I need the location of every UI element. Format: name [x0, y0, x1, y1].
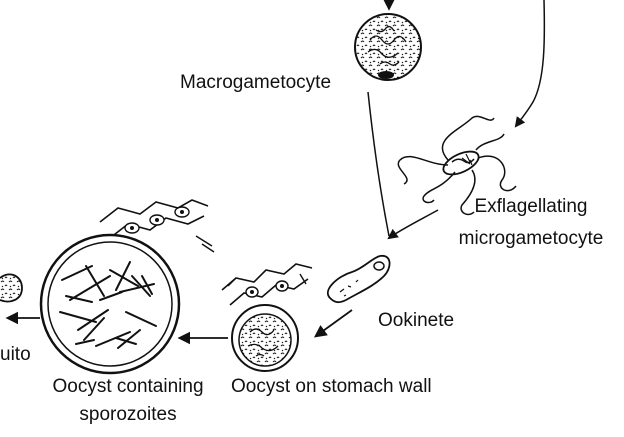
macrogametocyte-label: Macrogametocyte	[180, 72, 331, 94]
oocyst-containing-label-line2: sporozoites	[44, 404, 212, 426]
exflagellating-label-line2: microgametocyte	[438, 228, 624, 250]
stomach-wall-cells	[222, 264, 312, 305]
oocyst-containing-label-line1: Oocyst containing	[44, 376, 212, 398]
arrow-ookinete-to-oocyst	[316, 310, 352, 336]
arrow-to-exflagellating	[516, 0, 544, 126]
ookinete-label: Ookinete	[378, 310, 454, 332]
arrow-micro-to-ookinete	[389, 210, 438, 238]
oocyst-containing-sporozoites	[41, 235, 179, 373]
exflagellating-label-line1: Exflagellating	[438, 196, 624, 218]
ookinete-cell	[328, 256, 390, 302]
oocyst-on-stomach-wall	[232, 305, 298, 371]
mosquito-partial-label: uito	[0, 344, 31, 366]
macrogametocyte-cell	[355, 14, 421, 80]
oocyst-on-stomach-wall-label: Oocyst on stomach wall	[231, 376, 432, 398]
mosquito-partial-shape	[0, 274, 22, 301]
arrow-macro-to-ookinete	[368, 92, 389, 236]
